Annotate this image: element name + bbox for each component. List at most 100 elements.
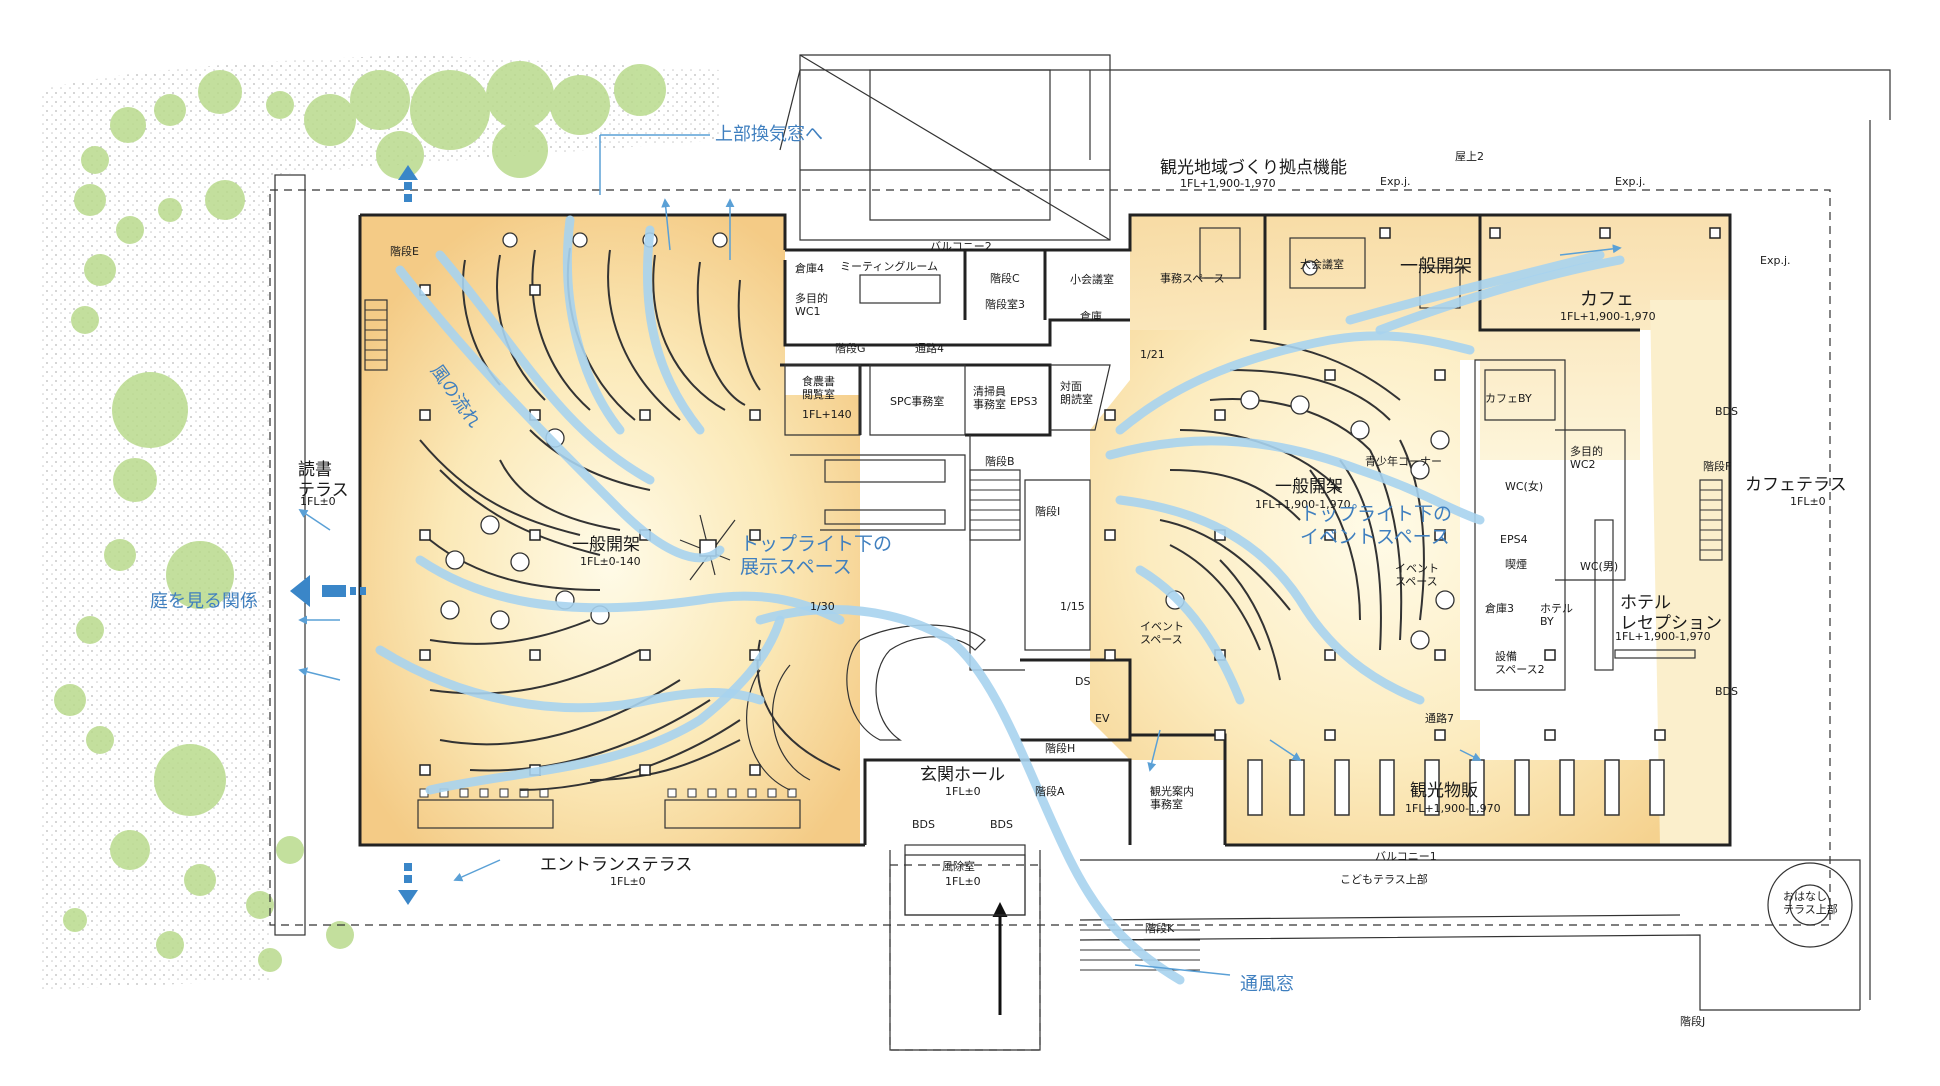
zone-right-library — [1090, 215, 1730, 845]
vertical-vent-arrows — [398, 165, 418, 905]
hotel-reception-label: ホテルレセプション — [1620, 593, 1722, 633]
stair-a-label: 階段A — [1035, 784, 1065, 798]
corridor4-label: 通路4 — [915, 342, 944, 355]
reading-terrace-level: 1FL±0 — [300, 495, 336, 508]
stair-h-label: 階段H — [1045, 741, 1075, 755]
toplight-exhibit-label: トップライト下の展示スペース — [740, 533, 892, 578]
expj-2: Exp.j. — [1615, 175, 1646, 188]
trees — [54, 61, 666, 972]
wc-m-label: WC(男) — [1580, 560, 1618, 573]
cafe-level: 1FL+1,900-1,970 — [1560, 310, 1656, 323]
general-shelf-left-level: 1FL±0-140 — [580, 555, 641, 568]
general-shelf-left-label: 一般開架 — [572, 535, 640, 555]
stair-k-label: 階段K — [1145, 921, 1175, 935]
windbreak-room — [904, 844, 1026, 916]
general-shelf-right-label: 一般開架 — [1275, 477, 1343, 497]
balcony1-label: バルコニー1 — [1375, 850, 1437, 863]
rooftop-label: 屋上2 — [1455, 150, 1484, 163]
entrance-terrace-level: 1FL±0 — [610, 875, 646, 888]
study-tables — [417, 788, 801, 829]
souvenir-shelves — [1247, 759, 1665, 816]
cleaner-room-label: 清掃員事務室 — [973, 384, 1006, 411]
reading-room-label: 対面朗読室 — [1060, 379, 1093, 406]
equipment-space2-label: 設備スペース2 — [1495, 649, 1545, 676]
garden-relation-label: 庭を見る関係 — [150, 591, 258, 612]
reading-terrace-label: 読書テラス — [298, 460, 349, 500]
ds-label: DS — [1075, 675, 1090, 688]
small-conf-label: 小会議室 — [1070, 272, 1114, 286]
stair-g-label: 階段G — [835, 341, 866, 355]
storage-label: 倉庫 — [1080, 309, 1102, 323]
slope-top: 1/21 — [1140, 348, 1165, 361]
entrance-hall-level: 1FL±0 — [945, 785, 981, 798]
stair-j-label: 階段J — [1680, 1014, 1705, 1028]
tourism-base-label: 観光地域づくり拠点機能 — [1160, 158, 1347, 178]
corridor7-label: 通路7 — [1425, 712, 1454, 725]
ohanashi-terrace-label: おはなしテラス上部 — [1783, 890, 1838, 916]
meeting-tables — [824, 227, 1696, 671]
garden-relation-arrow — [290, 575, 366, 607]
wind-arrows — [298, 134, 1622, 976]
kids-terrace-label: こどもテラス上部 — [1340, 872, 1428, 886]
slope-left: 1/30 — [810, 600, 835, 613]
zone-cafe-terrace-strip — [1650, 300, 1730, 845]
cafe-label: カフェ — [1580, 289, 1634, 310]
hotel-level: 1FL+1,900-1,970 — [1615, 630, 1711, 643]
slope-mid: 1/15 — [1060, 600, 1085, 613]
event-space2-label: イベントスペース — [1140, 620, 1184, 646]
toplight-event-label: トップライト下のイベントスペース — [1300, 503, 1452, 548]
stair-e-label: 階段E — [390, 244, 419, 258]
eps3-label: EPS3 — [1010, 395, 1038, 408]
stair-i-label: 階段I — [1035, 504, 1060, 518]
stair-f-label: 階段F — [1703, 459, 1731, 473]
expj-1: Exp.j. — [1380, 175, 1411, 188]
souvenir-level: 1FL+1,900-1,970 — [1405, 802, 1501, 815]
bds-l: BDS — [912, 818, 935, 831]
entrance-canopy — [889, 864, 1041, 1051]
general-shelf-right-level: 1FL+1,900-1,970 — [1255, 498, 1351, 511]
event-space1-label: イベントスペース — [1395, 562, 1439, 588]
eps4-label: EPS4 — [1500, 533, 1528, 546]
cafe-terrace-label: カフェテラス — [1745, 475, 1847, 495]
windbreak-label: 風除室 — [942, 859, 975, 873]
stair-b-label: 階段B — [985, 454, 1015, 468]
food-room-level: 1FL+140 — [802, 408, 852, 421]
smoking-label: 喫煙 — [1505, 558, 1527, 571]
food-room-label: 食農書閲覧室 — [802, 374, 835, 401]
cafe-by-label: カフェBY — [1485, 392, 1532, 405]
wind-flow-lines — [375, 215, 1625, 985]
souvenir-label: 観光物販 — [1410, 781, 1478, 801]
stair-c-label: 階段C — [990, 271, 1020, 285]
entrance-terrace-label: エントランステラス — [540, 855, 692, 875]
general-shelf-top-label: 一般開架 — [1400, 256, 1472, 277]
meeting-room-label: ミーティングルーム — [840, 259, 938, 273]
bds-c: BDS — [990, 818, 1013, 831]
windbreak-level: 1FL±0 — [945, 875, 981, 888]
office-space-label: 事務スペース — [1160, 271, 1225, 285]
balcony2-label: バルコニー2 — [930, 240, 992, 253]
storage3-label: 倉庫3 — [1485, 601, 1514, 615]
bds-r1: BDS — [1715, 405, 1738, 418]
stair-3-label: 階段室3 — [985, 297, 1025, 311]
tourism-base-level: 1FL+1,900-1,970 — [1180, 177, 1276, 190]
stairs — [364, 299, 1853, 971]
ev-label: EV — [1095, 712, 1110, 725]
spc-office-label: SPC事務室 — [890, 394, 944, 408]
bookshelves-left — [419, 247, 841, 791]
vent-window-label: 通風窓 — [1240, 974, 1294, 995]
site-lines — [779, 69, 1891, 1011]
zone-top-right — [1130, 215, 1730, 460]
expj-3: Exp.j. — [1760, 254, 1791, 267]
youth-corner-label: 青少年コーナー — [1365, 454, 1442, 468]
large-conf-label: 大会議室 — [1300, 257, 1344, 271]
storage4-label: 倉庫4 — [795, 261, 824, 275]
tourist-info-label: 観光案内事務室 — [1150, 784, 1194, 811]
entrance-hall-label: 玄関ホール — [920, 765, 1005, 785]
upper-vent-label: 上部換気窓へ — [715, 124, 823, 145]
bds-r2: BDS — [1715, 685, 1738, 698]
cafe-terrace-level: 1FL±0 — [1790, 495, 1826, 508]
